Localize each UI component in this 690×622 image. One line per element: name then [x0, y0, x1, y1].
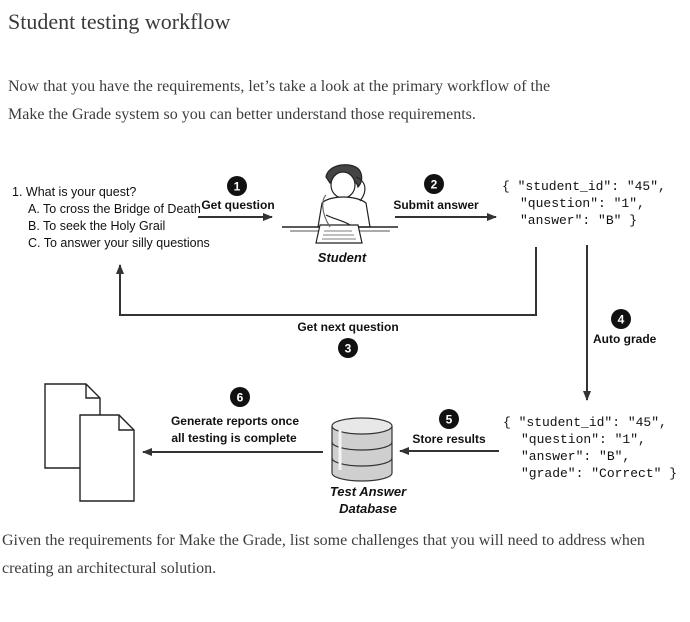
- intro-paragraph: Now that you have the requirements, let’…: [8, 73, 608, 129]
- document-stack-icon: [44, 383, 135, 502]
- student-label: Student: [318, 250, 367, 265]
- step-4-number: 4: [618, 313, 625, 327]
- json-graded-line-2: "question": "1",: [521, 432, 646, 447]
- step-3-number: 3: [345, 342, 352, 356]
- step-5-label: Store results: [412, 432, 486, 446]
- quest-question: 1. What is your quest?: [12, 185, 136, 199]
- page-title: Student testing workflow: [8, 9, 231, 34]
- database-cylinder-icon: [331, 417, 393, 482]
- step-6-badge: [230, 387, 250, 407]
- quest-question-block: 1. What is your quest? A. To cross the B…: [12, 185, 210, 250]
- step-1: 1 Get question: [198, 176, 275, 221]
- student-illustration-icon: [282, 164, 398, 244]
- intro-line-2: Make the Grade system so you can better …: [8, 106, 476, 123]
- step-2-badge: [424, 174, 444, 194]
- step-5-number: 5: [446, 413, 453, 427]
- step-6-label-line-1: Generate reports once: [171, 414, 299, 428]
- step-2-label: Submit answer: [393, 198, 479, 212]
- step-3-badge: [338, 338, 358, 358]
- step-5-badge: [439, 409, 459, 429]
- step-2-number: 2: [431, 178, 438, 192]
- json-graded-line-4: "grade": "Correct" }: [521, 466, 677, 481]
- step-2: 2 Submit answer: [393, 174, 497, 221]
- json-graded-block: { "student_id": "45", "question": "1", "…: [503, 415, 677, 481]
- step-6: 6 Generate reports once all testing is c…: [142, 387, 323, 456]
- json-graded-line-1: { "student_id": "45",: [503, 415, 667, 430]
- quest-option-a: A. To cross the Bridge of Death: [28, 202, 201, 216]
- json-answer-line-3: "answer": "B" }: [520, 213, 637, 228]
- step-6-number: 6: [237, 391, 244, 405]
- step-1-number: 1: [234, 180, 241, 194]
- quest-option-c: C. To answer your silly questions: [28, 236, 210, 250]
- step-4-label: Auto grade: [593, 332, 657, 346]
- json-answer-line-1: { "student_id": "45",: [502, 179, 666, 194]
- step-6-label-line-2: all testing is complete: [171, 431, 297, 445]
- step-3-label: Get next question: [297, 320, 398, 334]
- json-answer-block: { "student_id": "45", "question": "1", "…: [502, 179, 666, 228]
- outro-line-1: Given the requirements for Make the Grad…: [2, 532, 645, 549]
- step-5: 5 Store results: [399, 409, 499, 455]
- step-4: 4 Auto grade: [583, 245, 657, 401]
- database-label-line-2: Database: [339, 501, 397, 516]
- outro-line-2: creating an architectural solution.: [2, 560, 217, 577]
- step-1-label: Get question: [201, 198, 274, 212]
- json-answer-line-2: "question": "1",: [520, 196, 645, 211]
- intro-line-1: Now that you have the requirements, let’…: [8, 78, 551, 95]
- workflow-diagram: 1. What is your quest? A. To cross the B…: [12, 164, 677, 516]
- next-question-arrow: [116, 247, 537, 316]
- step-1-badge: [227, 176, 247, 196]
- step-3: Get next question 3: [116, 247, 537, 358]
- outro-paragraph: Given the requirements for Make the Grad…: [2, 527, 682, 583]
- step-4-badge: [611, 309, 631, 329]
- quest-option-b: B. To seek the Holy Grail: [28, 219, 165, 233]
- json-graded-line-3: "answer": "B",: [521, 449, 630, 464]
- database-label-line-1: Test Answer: [330, 484, 407, 499]
